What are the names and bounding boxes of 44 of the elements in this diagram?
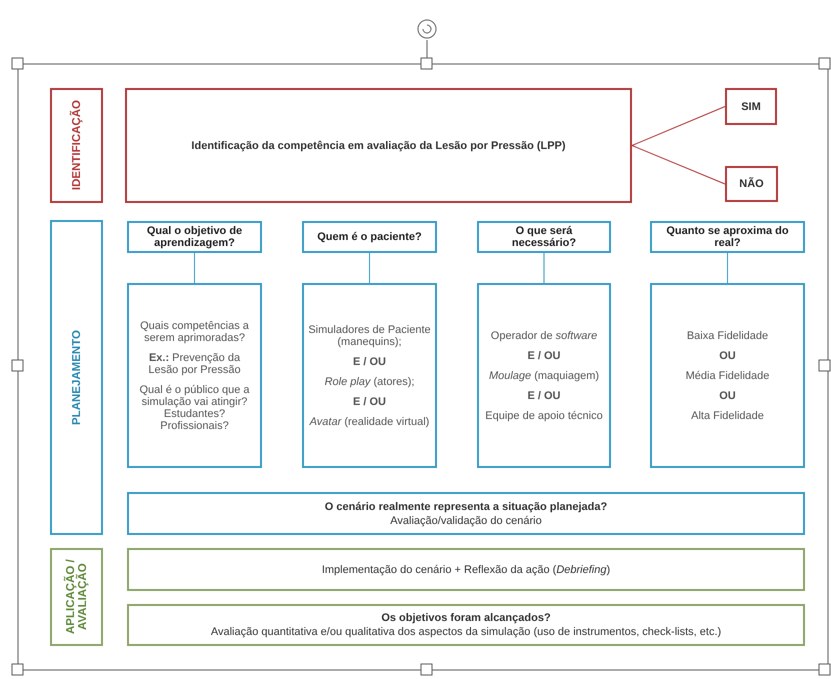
text-box: Qual o objetivo de aprendizagem?	[127, 221, 262, 253]
text-box: O que será necessário?	[477, 221, 611, 253]
connector-line	[194, 252, 195, 284]
box-text: Moulage (maquiagem)	[488, 370, 600, 382]
text-box	[127, 492, 805, 535]
box-text: Avaliação quantitativa e/ou qualitativa dos aspectos da simulação (uso de instrumentos, check-lists, etc.)	[210, 626, 722, 638]
box-text: E / OU	[527, 390, 560, 402]
text-box: Quem é o paciente?	[302, 221, 437, 253]
box-text: OU	[719, 350, 736, 362]
connector-line	[369, 252, 370, 284]
box-text: Simuladores de Paciente (manequins);	[308, 324, 431, 348]
connector-line	[632, 106, 726, 146]
box-text: Os objetivos foram alcançados?	[381, 612, 551, 624]
text-box	[650, 283, 805, 468]
box-text: Avatar (realidade virtual)	[310, 416, 430, 428]
section-label: PLANEJAMENTO	[50, 220, 103, 535]
text-box: NÃO	[725, 166, 778, 202]
text-box	[127, 604, 805, 646]
box-text: O cenário realmente representa a situação planejada?	[324, 500, 608, 512]
connector-line	[632, 145, 726, 184]
connector-line	[727, 252, 728, 284]
text-box	[477, 283, 611, 468]
box-text: Qual é o público que a simulação vai atingir? Estudantes? Profissionais?	[138, 384, 251, 432]
box-text: Ex.: Prevenção da Lesão por Pressão	[147, 352, 242, 376]
text-box	[302, 283, 437, 468]
box-text: E / OU	[527, 350, 560, 362]
box-text: E / OU	[352, 396, 386, 408]
text-box	[127, 283, 262, 468]
box-text: E / OU	[352, 356, 386, 368]
section-label: IDENTIFICAÇÃO	[50, 88, 103, 203]
box-text: Role play (atores);	[324, 376, 414, 388]
box-text: Média Fidelidade	[686, 370, 770, 382]
text-box: Implementação do cenário + Reflexão da ação (Debriefing)	[127, 548, 805, 591]
box-text: Baixa Fidelidade	[686, 330, 768, 342]
text-box: Quanto se aproxima do real?	[650, 221, 805, 253]
box-text: Equipe de apoio técnico	[485, 410, 603, 422]
box-text: Operador de software	[490, 330, 598, 342]
box-text: Avaliação/validação do cenário	[390, 514, 542, 526]
box-text: OU	[719, 390, 736, 402]
box-text: Alta Fidelidade	[691, 410, 764, 422]
box-text: Quais competências a serem aprimoradas?	[139, 320, 250, 344]
text-box: Identificação da competência em avaliação da Lesão por Pressão (LPP)	[125, 88, 632, 203]
section-label: APLICAÇÃO / AVALIAÇÃO	[50, 548, 103, 646]
text-box: SIM	[725, 88, 777, 125]
